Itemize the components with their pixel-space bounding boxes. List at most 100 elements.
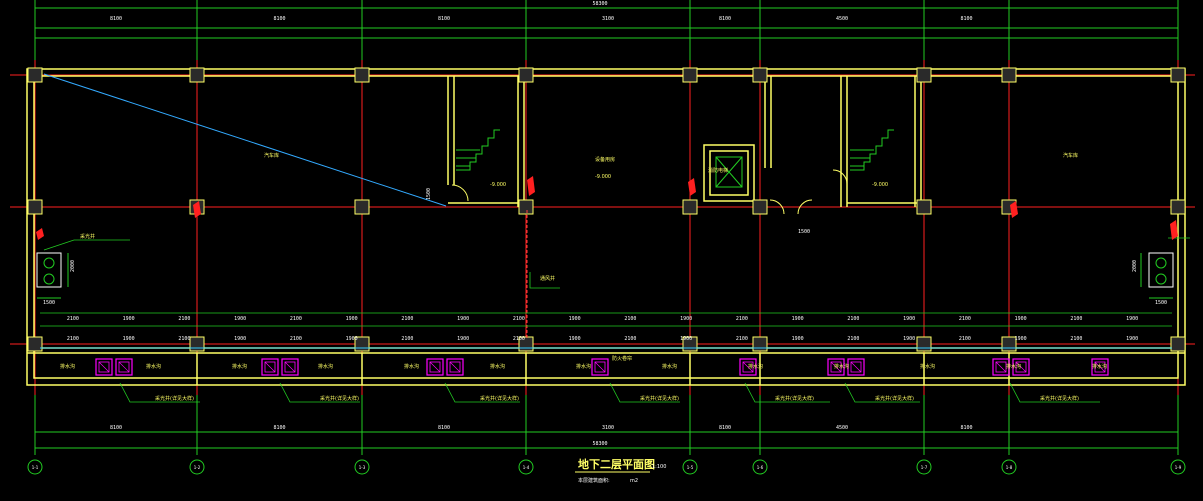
column: [1001, 67, 1017, 83]
svg-text:1-5: 1-5: [687, 465, 694, 470]
light-well: [95, 358, 113, 376]
column: [27, 199, 43, 215]
row-dim-lower: 1900: [457, 336, 469, 342]
bottom-seg-dim: 8100: [273, 425, 285, 431]
bottom-seg-dim: 8100: [110, 425, 122, 431]
fire-markers: [36, 176, 1178, 240]
svg-text:1-1: 1-1: [32, 465, 39, 470]
column: [682, 67, 698, 83]
row-dim: 1900: [1126, 316, 1138, 322]
row-dim-lower: 2100: [178, 336, 190, 342]
column: [189, 336, 205, 352]
light-well: [261, 358, 279, 376]
light-well: [1012, 358, 1030, 376]
row-dim-lower: 2100: [513, 336, 525, 342]
bottom-seg-dim: 8100: [438, 425, 450, 431]
right-h-dim: 1500: [1155, 300, 1167, 306]
light-well: [426, 358, 444, 376]
top-seg-dim: 8100: [110, 16, 122, 22]
pit-label: 排水沟: [1092, 363, 1107, 370]
shaft-label: 采光井(详见大样): [775, 395, 814, 402]
top-seg-dim: 8100: [273, 16, 285, 22]
light-well: [446, 358, 464, 376]
light-well: [847, 358, 865, 376]
row-dim: 2100: [178, 316, 190, 322]
column: [27, 336, 43, 352]
row-dim-lower: 2100: [401, 336, 413, 342]
row-dim: 1900: [792, 316, 804, 322]
column: [189, 67, 205, 83]
row-dim-lower: 1900: [1015, 336, 1027, 342]
row-dim-lower: 2100: [959, 336, 971, 342]
row-dim-lower: 2100: [67, 336, 79, 342]
callout-4: 消防电梯: [708, 167, 728, 174]
bottom-seg-dim: 8100: [719, 425, 731, 431]
row-dim-lower: 2100: [290, 336, 302, 342]
light-well: [281, 358, 299, 376]
right-v-dim: 2000: [1132, 260, 1138, 272]
drawing-title: 地下二层平面图: [578, 457, 655, 471]
light-well: [739, 358, 757, 376]
column: [518, 199, 534, 215]
bottom-seg-dim: 8100: [960, 425, 972, 431]
column: [682, 199, 698, 215]
shaft-label: 采光井(详见大样): [320, 395, 359, 402]
row-dim: 1900: [123, 316, 135, 322]
column: [1170, 67, 1186, 83]
row-dim: 1900: [1015, 316, 1027, 322]
side-equipment-right: [1140, 252, 1174, 299]
pit-label: 排水沟: [748, 363, 763, 370]
pit-labels: 排水沟排水沟排水沟排水沟排水沟排水沟排水沟排水沟排水沟排水沟排水沟排水沟排水沟: [60, 363, 1107, 370]
bottom-overall-dim: 58300: [592, 441, 607, 447]
row-dim-lower: 1900: [234, 336, 246, 342]
top-overall-dim: 58300: [592, 1, 607, 7]
column: [354, 199, 370, 215]
row-dim: 1900: [234, 316, 246, 322]
row-dim: 2100: [67, 316, 79, 322]
row-dim-lower: 1900: [123, 336, 135, 342]
room-label-c: 汽车库: [1063, 152, 1078, 159]
door-h-dim: 1500: [798, 229, 810, 235]
row-dim: 2100: [1070, 316, 1082, 322]
column: [1170, 336, 1186, 352]
svg-text:1-4: 1-4: [523, 465, 530, 470]
bottom-seg-dim: 4500: [836, 425, 848, 431]
column: [1170, 199, 1186, 215]
bottom-seg-dim: 3100: [602, 425, 614, 431]
axis-bubble: 1-1: [27, 459, 43, 475]
column: [518, 67, 534, 83]
axis-bubble: 1-9: [1170, 459, 1186, 475]
callout-3: 防火卷帘: [612, 355, 632, 362]
row-dim-lower: 1900: [903, 336, 915, 342]
elevator-shaft: [715, 156, 743, 188]
top-seg-dim: 3100: [602, 16, 614, 22]
light-well: [992, 358, 1010, 376]
row-dim-lower: 1900: [1126, 336, 1138, 342]
row-dim-lower: 2100: [847, 336, 859, 342]
pit-label: 排水沟: [404, 363, 419, 370]
pit-label: 排水沟: [1006, 363, 1021, 370]
diagonal-leader: [43, 73, 447, 207]
pit-label: 排水沟: [662, 363, 677, 370]
grid-lines-horizontal: [10, 74, 1195, 345]
column: [916, 67, 932, 83]
left-v-dim: 2000: [70, 260, 76, 272]
row-dim-lower: 1900: [680, 336, 692, 342]
row-dim-lower: 2100: [624, 336, 636, 342]
top-seg-dim: 8100: [438, 16, 450, 22]
callout-2: 通风井: [540, 275, 555, 282]
shaft-label: 采光井(详见大样): [1040, 395, 1079, 402]
pit-label: 排水沟: [490, 363, 505, 370]
row-dim: 2100: [624, 316, 636, 322]
light-well: [591, 358, 609, 376]
row-dim: 2100: [736, 316, 748, 322]
row-dim: 1900: [680, 316, 692, 322]
row-dim: 2100: [847, 316, 859, 322]
shaft-label: 采光井(详见大样): [480, 395, 519, 402]
row-dim-lower: 1900: [346, 336, 358, 342]
row-dim: 2100: [513, 316, 525, 322]
